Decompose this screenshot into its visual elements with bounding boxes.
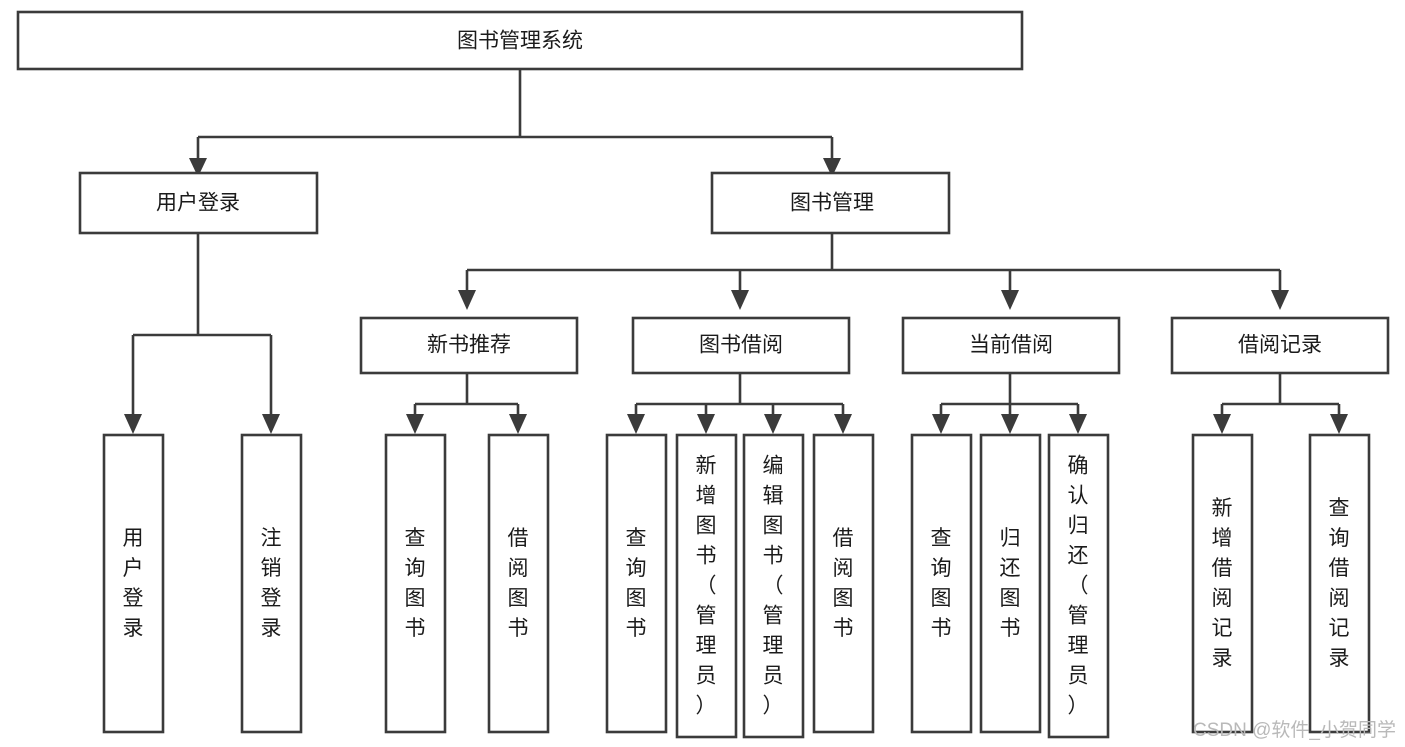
arrowhead-to-logout-leaf — [262, 414, 280, 434]
arrowhead-to-query-borrow-record — [1330, 414, 1348, 434]
arrowhead-to-confirm-return — [1069, 414, 1087, 434]
arrowhead-to-book-manage — [823, 158, 841, 177]
node-leaf-borrow-book-borrow-label: 借阅图书 — [833, 527, 854, 640]
node-leaf-query-borrow-record-label: 查询借阅记录 — [1329, 497, 1350, 670]
node-new-book-recommend-box[interactable] — [359, 316, 579, 375]
node-leaf-add-borrow-record-label: 新增借阅记录 — [1212, 497, 1233, 670]
node-book-borrow-label: 图书借阅 — [699, 334, 783, 357]
arrowhead-to-book-borrow — [731, 290, 749, 310]
arrowhead-to-borrow-book-b — [834, 414, 852, 434]
node-book-manage-label: 图书管理 — [790, 192, 874, 215]
connector-book-manage-to-level3 — [465, 233, 1282, 292]
node-book-borrow[interactable]: 图书借阅 — [631, 316, 851, 375]
node-root-system[interactable]: 图书管理系统 — [16, 10, 1024, 71]
connector-new-book-recommend-to-leaves — [413, 373, 520, 418]
node-borrow-record-box[interactable] — [1170, 316, 1390, 375]
node-book-manage[interactable]: 图书管理 — [710, 171, 951, 235]
node-leaf-borrow-book-recommend-box[interactable] — [487, 433, 550, 734]
arrowhead-to-add-book — [697, 414, 715, 434]
arrowhead-to-new-book-recommend — [458, 290, 476, 310]
node-leaf-borrow-book-borrow-box[interactable] — [812, 433, 875, 734]
node-root-system-box[interactable] — [16, 10, 1024, 71]
arrowhead-to-query-book-b — [627, 414, 645, 434]
arrowhead-to-user-login — [189, 158, 207, 177]
connector-root-to-level2 — [196, 69, 834, 160]
node-leaf-return-book-label: 归还图书 — [1000, 527, 1021, 640]
node-leaf-logout-label: 注销登录 — [261, 527, 282, 640]
node-borrow-record[interactable]: 借阅记录 — [1170, 316, 1390, 375]
node-leaf-add-borrow-record-box[interactable] — [1191, 433, 1254, 734]
connector-user-login-to-leaves — [131, 233, 273, 418]
node-leaf-return-book-box[interactable] — [979, 433, 1042, 734]
node-leaf-query-book-borrow-box[interactable] — [605, 433, 668, 734]
node-leaf-query-book-recommend-label: 查询图书 — [405, 527, 426, 640]
node-leaf-query-borrow-record[interactable]: 查询借阅记录 — [1308, 433, 1371, 734]
node-leaf-query-book-borrow-label: 查询图书 — [626, 527, 647, 640]
node-book-manage-box[interactable] — [710, 171, 951, 235]
node-current-borrow-box[interactable] — [901, 316, 1121, 375]
node-leaf-query-book-borrow[interactable]: 查询图书 — [605, 433, 668, 734]
node-leaf-confirm-return-box[interactable] — [1047, 433, 1110, 739]
node-current-borrow-label: 当前借阅 — [969, 334, 1053, 357]
arrowhead-to-current-borrow — [1001, 290, 1019, 310]
node-leaf-query-borrow-record-box[interactable] — [1308, 433, 1371, 734]
node-leaf-edit-book-box[interactable] — [742, 433, 805, 739]
node-leaf-add-book[interactable]: 新增图书（管理员） — [675, 433, 738, 739]
arrowhead-to-return-book — [1001, 414, 1019, 434]
node-new-book-recommend-label: 新书推荐 — [427, 334, 511, 357]
node-leaf-borrow-book-recommend-label: 借阅图书 — [508, 527, 529, 640]
arrowhead-to-user-login-leaf — [124, 414, 142, 434]
node-leaf-query-book-current-label: 查询图书 — [931, 527, 952, 640]
arrowhead-to-borrow-book-a — [509, 414, 527, 434]
arrowhead-to-edit-book — [764, 414, 782, 434]
node-new-book-recommend[interactable]: 新书推荐 — [359, 316, 579, 375]
watermark-label: CSDN @软件_小贺同学 — [1193, 719, 1396, 741]
node-book-borrow-box[interactable] — [631, 316, 851, 375]
arrowhead-to-borrow-record — [1271, 290, 1289, 310]
connector-layer — [124, 69, 1348, 434]
arrowhead-to-query-book-c — [932, 414, 950, 434]
node-leaf-return-book[interactable]: 归还图书 — [979, 433, 1042, 734]
connector-book-borrow-to-leaves — [634, 373, 845, 418]
node-leaf-edit-book[interactable]: 编辑图书（管理员） — [742, 433, 805, 739]
node-leaf-logout[interactable]: 注销登录 — [240, 433, 303, 734]
node-leaf-add-book-label: 新增图书（管理员） — [696, 455, 717, 718]
node-leaf-query-book-recommend-box[interactable] — [384, 433, 447, 734]
node-leaf-edit-book-label: 编辑图书（管理员） — [763, 455, 784, 718]
connector-current-borrow-to-leaves — [939, 373, 1080, 418]
node-current-borrow[interactable]: 当前借阅 — [901, 316, 1121, 375]
node-user-login[interactable]: 用户登录 — [78, 171, 319, 235]
node-leaf-confirm-return-label: 确认归还（管理员） — [1068, 455, 1089, 718]
node-leaf-query-book-current-box[interactable] — [910, 433, 973, 734]
arrowhead-to-add-borrow-record — [1213, 414, 1231, 434]
arrowhead-to-query-book-a — [406, 414, 424, 434]
node-leaf-user-login-label: 用户登录 — [123, 527, 144, 640]
node-leaf-add-borrow-record[interactable]: 新增借阅记录 — [1191, 433, 1254, 734]
node-leaf-confirm-return[interactable]: 确认归还（管理员） — [1047, 433, 1110, 739]
node-leaf-user-login-box[interactable] — [102, 433, 165, 734]
node-borrow-record-label: 借阅记录 — [1238, 334, 1322, 357]
node-leaf-user-login[interactable]: 用户登录 — [102, 433, 165, 734]
node-user-login-label: 用户登录 — [156, 192, 240, 215]
node-root-system-label: 图书管理系统 — [457, 30, 583, 53]
node-leaf-query-book-current[interactable]: 查询图书 — [910, 433, 973, 734]
node-leaf-add-book-box[interactable] — [675, 433, 738, 739]
node-leaf-query-book-recommend[interactable]: 查询图书 — [384, 433, 447, 734]
node-leaf-borrow-book-recommend[interactable]: 借阅图书 — [487, 433, 550, 734]
connector-borrow-record-to-leaves — [1220, 373, 1341, 418]
node-leaf-logout-box[interactable] — [240, 433, 303, 734]
node-user-login-box[interactable] — [78, 171, 319, 235]
node-leaf-borrow-book-borrow[interactable]: 借阅图书 — [812, 433, 875, 734]
